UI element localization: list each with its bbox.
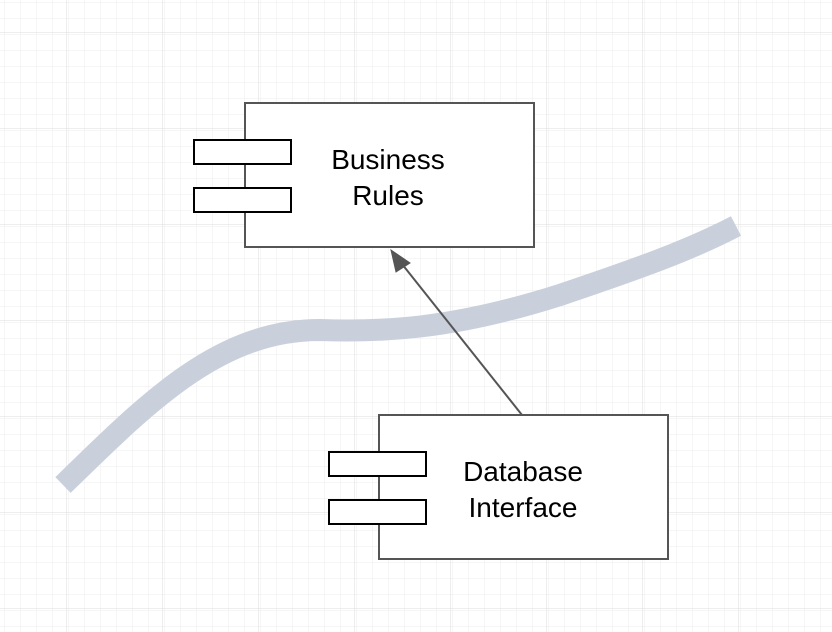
dependency-arrow[interactable]	[390, 248, 523, 416]
component-port-top	[193, 139, 292, 165]
component-port-top	[328, 451, 427, 477]
layer-boundary-curve[interactable]	[55, 216, 742, 493]
component-body	[378, 414, 669, 560]
component-label-line1: Business	[331, 144, 445, 175]
component-database-interface[interactable]: Database Interface	[328, 414, 669, 560]
arrow-head	[390, 248, 411, 273]
component-label-line2: Interface	[469, 492, 578, 523]
component-port-bottom	[193, 187, 292, 213]
component-business-rules[interactable]: Business Rules	[193, 102, 535, 248]
component-label-line1: Database	[463, 456, 583, 487]
component-label-line2: Rules	[352, 180, 424, 211]
arrow-line	[401, 263, 523, 416]
component-port-bottom	[328, 499, 427, 525]
component-body	[244, 102, 535, 248]
